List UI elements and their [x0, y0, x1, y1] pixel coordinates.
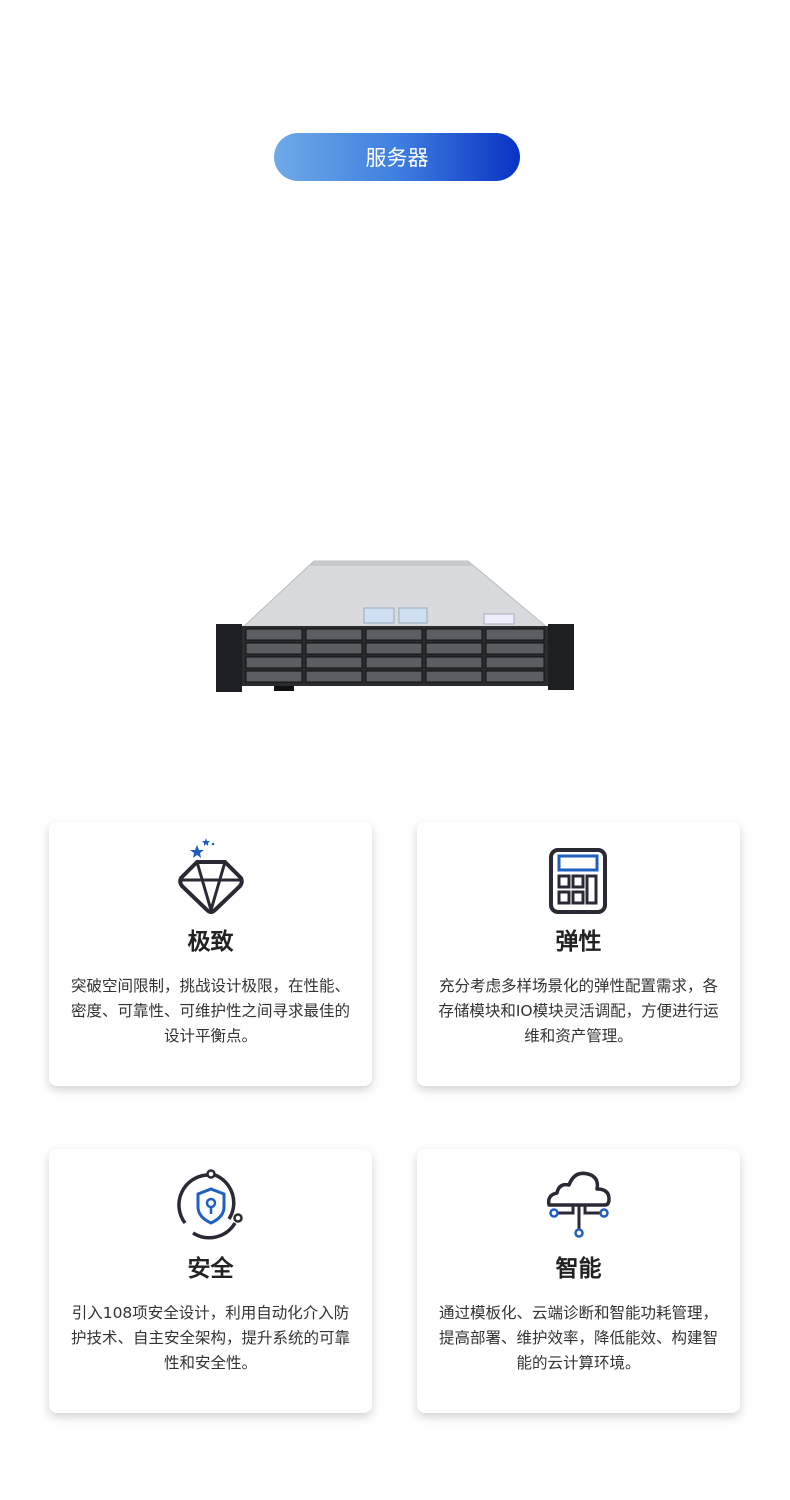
- calculator-icon: [548, 848, 607, 914]
- feature-description: 通过模板化、云端诊断和智能功耗管理，提高部署、维护效率，降低能效、构建智能的云计…: [438, 1304, 718, 1372]
- feature-description: 充分考虑多样场景化的弹性配置需求，各存储模块和IO模块灵活调配，方便进行运维和资…: [438, 977, 719, 1045]
- feature-card-extreme: 极致 突破空间限制，挑战设计极限，在性能、密度、可靠性、可维护性之间寻求最佳的设…: [49, 822, 372, 1086]
- diamond-icon: [177, 838, 244, 914]
- feature-card-intelligent: 智能 通过模板化、云端诊断和智能功耗管理，提高部署、维护效率，降低能效、构建智能…: [417, 1149, 740, 1413]
- feature-title: 弹性: [555, 929, 602, 955]
- shield-lock-icon: [176, 1169, 243, 1240]
- cloud-network-icon: [546, 1171, 611, 1238]
- feature-title: 安全: [187, 1256, 234, 1282]
- feature-title: 极致: [187, 929, 234, 955]
- feature-card-elastic: 弹性 充分考虑多样场景化的弹性配置需求，各存储模块和IO模块灵活调配，方便进行运…: [417, 822, 740, 1086]
- category-badge: 服务器: [274, 133, 520, 181]
- feature-description: 突破空间限制，挑战设计极限，在性能、密度、可靠性、可维护性之间寻求最佳的设计平衡…: [70, 977, 350, 1045]
- feature-description: 引入108项安全设计，利用自动化介入防护技术、自主安全架构，提升系统的可靠性和安…: [70, 1304, 350, 1372]
- feature-title: 智能: [555, 1256, 602, 1282]
- feature-card-security: 安全 引入108项安全设计，利用自动化介入防护技术、自主安全架构，提升系统的可靠…: [49, 1149, 372, 1413]
- category-label: 服务器: [365, 146, 429, 170]
- server-image: [216, 560, 574, 692]
